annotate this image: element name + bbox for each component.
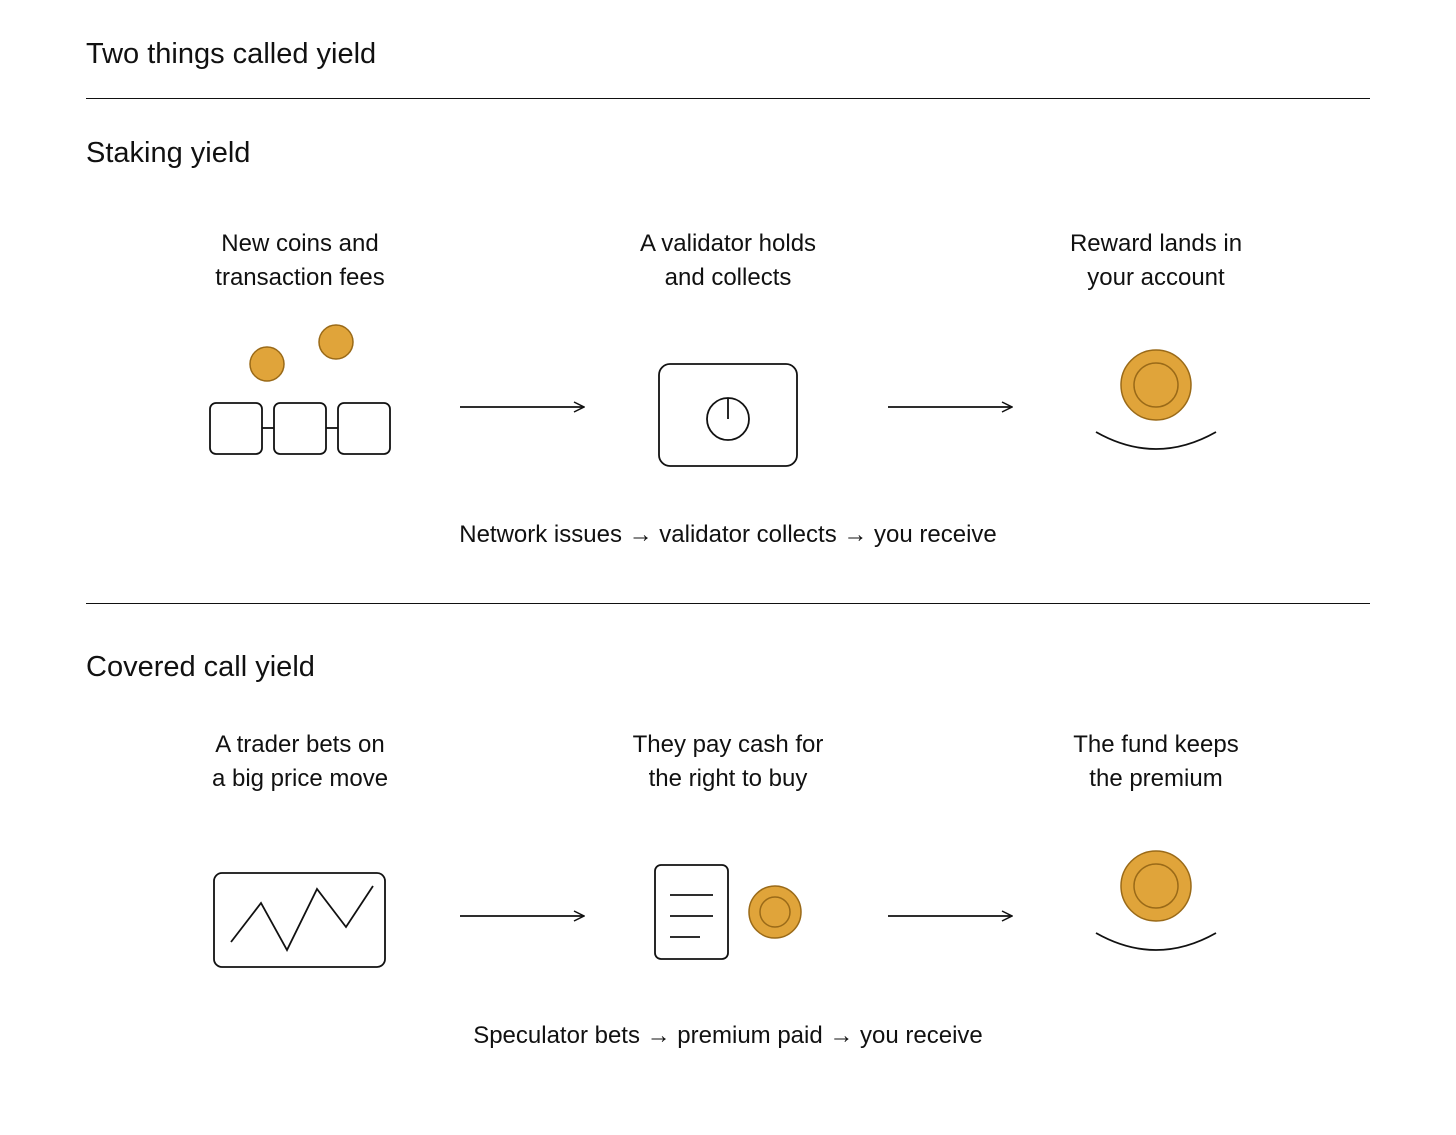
- caption-line: the right to buy: [648, 765, 808, 792]
- staking-step-3-caption: Reward lands in your account: [996, 227, 1316, 295]
- caption-line: the premium: [1089, 765, 1223, 792]
- block-icon: [337, 402, 391, 455]
- caption-line: They pay cash for: [632, 731, 824, 758]
- server-box-icon: [658, 363, 798, 467]
- coin-icon: [249, 346, 285, 382]
- hand-icon: [1095, 932, 1217, 951]
- covered-call-summary: Speculator bets → premium paid → you rec…: [473, 1022, 983, 1049]
- contract-and-coin-icon: [654, 864, 802, 960]
- validator-icon: [658, 363, 798, 467]
- document-icon: [654, 864, 729, 960]
- coin-icon: [1120, 850, 1192, 922]
- staking-summary: Network issues → validator collects → yo…: [459, 521, 997, 548]
- caption-line: and collects: [664, 264, 792, 291]
- covered-call-step-3-caption: The fund keeps the premium: [996, 728, 1316, 796]
- caption-line: A trader bets on: [215, 731, 385, 758]
- caption-line: A validator holds: [639, 230, 817, 257]
- coin-icon: [1120, 349, 1192, 421]
- covered-call-step-2-caption: They pay cash for the right to buy: [568, 728, 888, 796]
- hand-icon: [1095, 431, 1217, 450]
- covered-call-step-1-caption: A trader bets on a big price move: [140, 728, 460, 796]
- page-title: Two things called yield: [86, 38, 377, 70]
- caption-line: The fund keeps: [1073, 731, 1239, 758]
- coin-in-hand-icon: [1095, 349, 1217, 450]
- block-icon: [273, 402, 327, 455]
- coin-in-hand-icon: [1095, 850, 1217, 951]
- caption-line: your account: [1087, 264, 1225, 291]
- price-chart-icon: [213, 872, 386, 968]
- section-divider: [86, 603, 1370, 604]
- caption-line: a big price move: [211, 765, 389, 792]
- blockchain-icon: [209, 324, 391, 455]
- title-divider: [86, 98, 1370, 99]
- covered-call-heading: Covered call yield: [86, 651, 315, 683]
- staking-step-1-caption: New coins and transaction fees: [140, 227, 460, 295]
- caption-line: Reward lands in: [1069, 230, 1243, 257]
- staking-step-2-caption: A validator holds and collects: [568, 227, 888, 295]
- coin-icon: [748, 885, 802, 939]
- staking-heading: Staking yield: [86, 137, 251, 169]
- block-icon: [209, 402, 263, 455]
- caption-line: New coins and: [221, 230, 379, 257]
- caption-line: transaction fees: [215, 264, 385, 291]
- coin-icon: [318, 324, 354, 360]
